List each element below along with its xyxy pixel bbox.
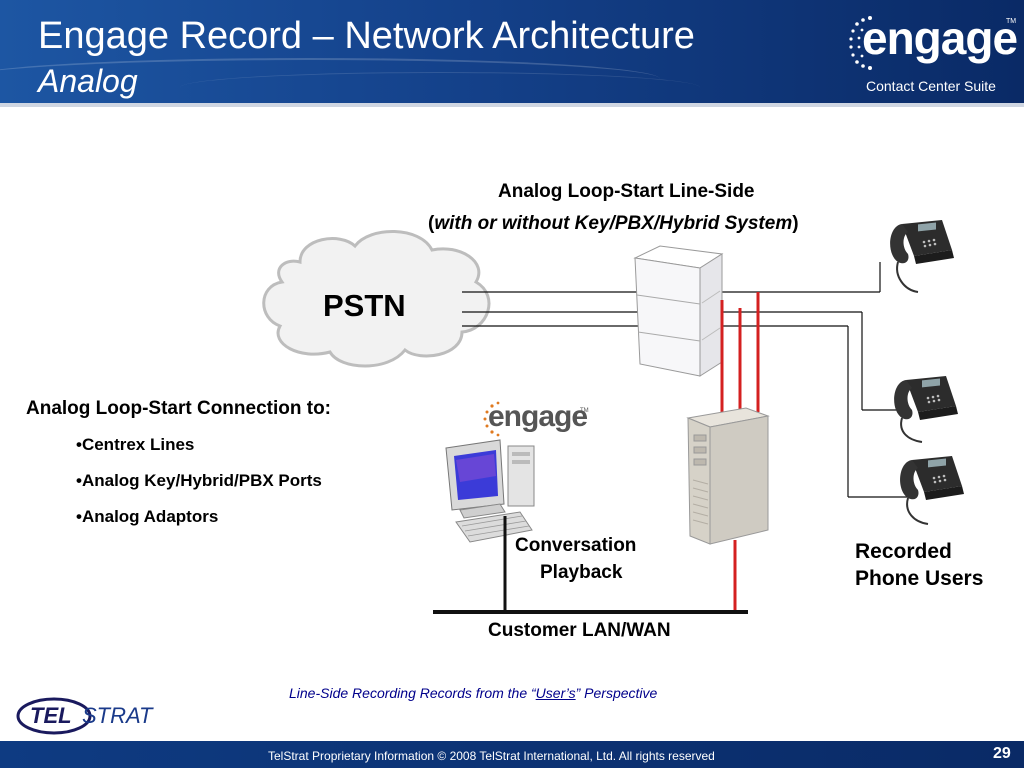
connection-item: •Analog Adaptors	[76, 507, 219, 526]
footer-copyright: TelStrat Proprietary Information © 2008 …	[268, 749, 715, 763]
product-suite-label: Contact Center Suite	[866, 78, 996, 94]
telstrat-logo-swoosh-icon	[16, 697, 92, 735]
engage-small-logo-trademark: TM	[580, 408, 589, 414]
telstrat-logo-part1: TEL	[30, 703, 72, 728]
slide-caption: Line-Side Recording Records from the “Us…	[289, 685, 657, 701]
connection-heading: Analog Loop-Start Connection to:	[26, 398, 332, 419]
recorded-users-label-line2: Phone Users	[855, 567, 984, 590]
engage-small-logo: engage	[488, 400, 588, 433]
page-subtitle: Analog	[38, 63, 138, 99]
pbx-system	[633, 245, 724, 377]
pstn-label: PSTN	[323, 288, 406, 323]
page-number: 29	[993, 745, 1011, 762]
lan-wan-network	[433, 516, 748, 614]
paren-open: (	[428, 213, 435, 234]
footer-bar	[0, 741, 1024, 768]
pstn-cloud	[262, 230, 491, 368]
recording-server	[686, 407, 770, 545]
caption-before: Line-Side Recording Records from the “	[289, 685, 536, 701]
engage-logo-trademark: TM	[1006, 18, 1017, 25]
network-label: Customer LAN/WAN	[488, 620, 671, 641]
playback-workstation	[445, 439, 535, 543]
phone-3-icon	[900, 456, 964, 525]
engage-logo: engage	[862, 12, 1018, 64]
engage-logo-dots-icon	[849, 16, 872, 70]
recording-taps	[720, 292, 760, 612]
playback-label-line1: Conversation	[515, 535, 637, 556]
phone-1-icon	[890, 220, 954, 293]
caption-after: ” Perspective	[575, 685, 658, 701]
engage-small-logo-dots-icon	[483, 401, 500, 437]
page-title: Engage Record – Network Architecture	[38, 15, 695, 57]
connection-item: •Centrex Lines	[76, 435, 195, 454]
caption-underlined: User’s	[535, 685, 576, 701]
connection-item: •Analog Key/Hybrid/PBX Ports	[76, 471, 322, 490]
line-side-note: with or without Key/PBX/Hybrid System	[434, 213, 793, 234]
line-side-title: Analog Loop-Start Line-Side	[498, 181, 755, 202]
recorded-users-label-line1: Recorded	[855, 540, 952, 563]
header-swoosh	[0, 58, 660, 100]
telstrat-logo-part2: STRAT	[82, 703, 153, 728]
header-banner	[0, 0, 1024, 103]
header-divider	[0, 103, 1024, 107]
paren-close: )	[792, 213, 799, 234]
header-swoosh-secondary	[180, 72, 700, 103]
phone-2-icon	[894, 376, 958, 443]
line-side-subtitle: (with or without Key/PBX/Hybrid System)	[428, 213, 799, 235]
playback-label-line2: Playback	[540, 562, 623, 583]
